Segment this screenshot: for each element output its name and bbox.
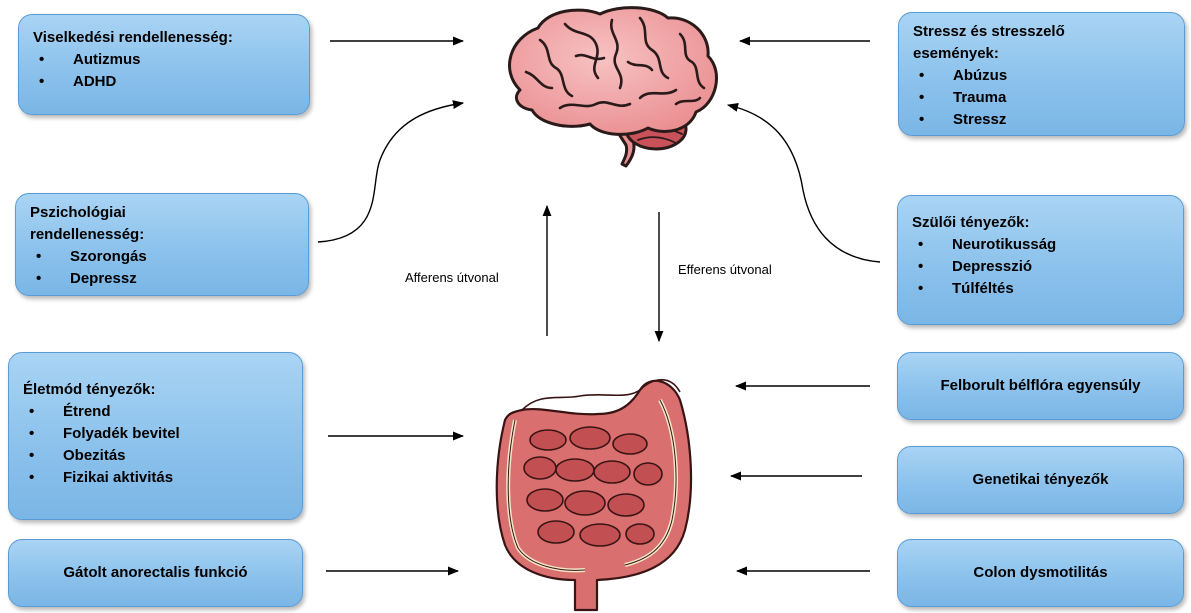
arrow-psychological-to-brain bbox=[318, 103, 463, 242]
arrow-parental-to-brain bbox=[728, 105, 880, 262]
intestine-icon bbox=[497, 380, 691, 610]
brain-icon bbox=[510, 8, 717, 166]
